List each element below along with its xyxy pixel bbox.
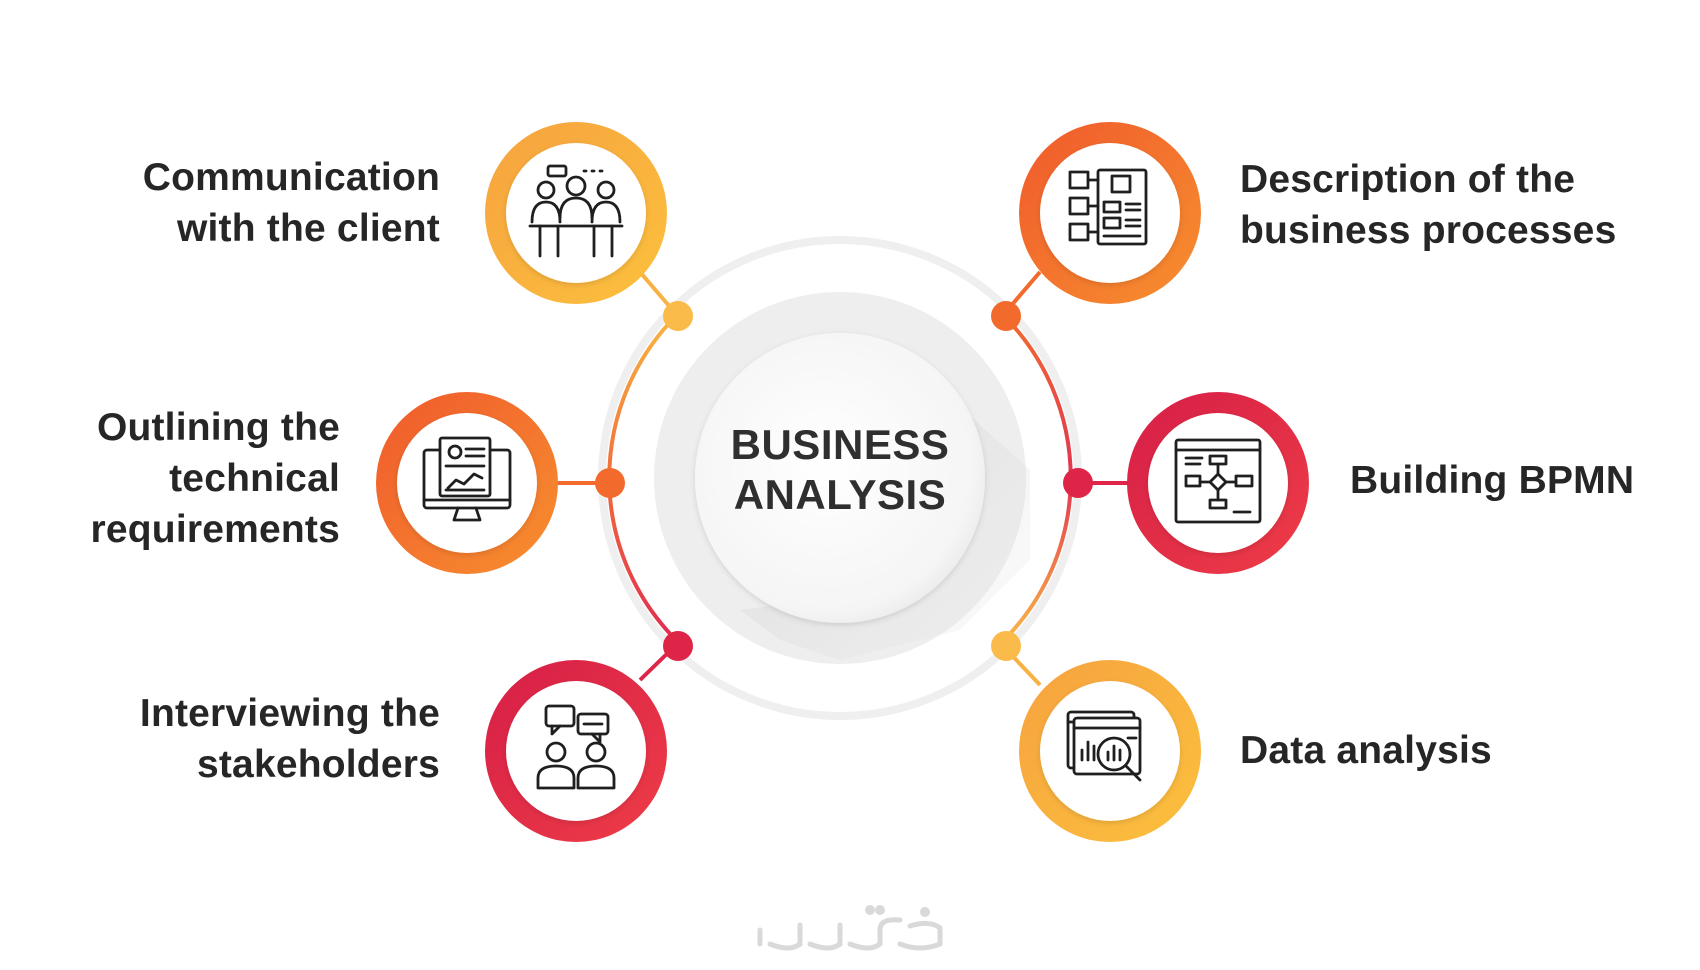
label-outlining-line-2: technical — [169, 457, 340, 500]
label-communication: Communication with the client — [100, 152, 440, 254]
label-interviewing: Interviewing the stakeholders — [100, 688, 440, 790]
connector-dot-outlining — [595, 468, 625, 498]
node-bpmn — [1127, 392, 1309, 574]
label-description-line-2: business processes — [1240, 209, 1617, 252]
watermark-logo — [757, 905, 943, 951]
label-description: Description of the business processes — [1240, 154, 1640, 256]
flowchart-icon — [1174, 438, 1262, 524]
node-data — [1019, 660, 1201, 842]
meeting-icon — [528, 164, 624, 258]
label-description-line-1: Description of the — [1240, 158, 1576, 201]
node-interviewing — [485, 660, 667, 842]
label-outlining-line-3: requirements — [90, 508, 340, 551]
connector-dot-communication — [663, 301, 693, 331]
connector-dot-description — [991, 301, 1021, 331]
label-bpmn-line-1: Building BPMN — [1350, 459, 1635, 502]
data-magnifier-icon — [1066, 710, 1142, 782]
center-title-line-1: BUSINESS — [730, 421, 950, 468]
label-interviewing-line-1: Interviewing the — [139, 692, 440, 735]
center-title-line-2: ANALYSIS — [733, 471, 947, 518]
label-communication-line-1: Communication — [142, 156, 440, 199]
node-outlining — [376, 392, 558, 574]
label-data: Data analysis — [1240, 725, 1570, 776]
label-bpmn: Building BPMN — [1350, 455, 1680, 506]
label-data-line-1: Data analysis — [1240, 729, 1492, 772]
connector-dot-interviewing — [663, 631, 693, 661]
label-outlining: Outlining the technical requirements — [60, 402, 340, 555]
label-outlining-line-1: Outlining the — [96, 406, 340, 449]
center-title: BUSINESS ANALYSIS — [675, 420, 1005, 520]
chat-people-icon — [536, 704, 616, 790]
connector-dot-bpmn — [1063, 468, 1093, 498]
monitor-document-icon — [422, 436, 512, 522]
process-board-icon — [1068, 168, 1148, 246]
label-communication-line-2: with the client — [176, 207, 440, 250]
center-white-disc — [695, 333, 985, 623]
node-communication — [485, 122, 667, 304]
node-description — [1019, 122, 1201, 304]
connector-dot-data — [991, 631, 1021, 661]
label-interviewing-line-2: stakeholders — [196, 743, 440, 786]
